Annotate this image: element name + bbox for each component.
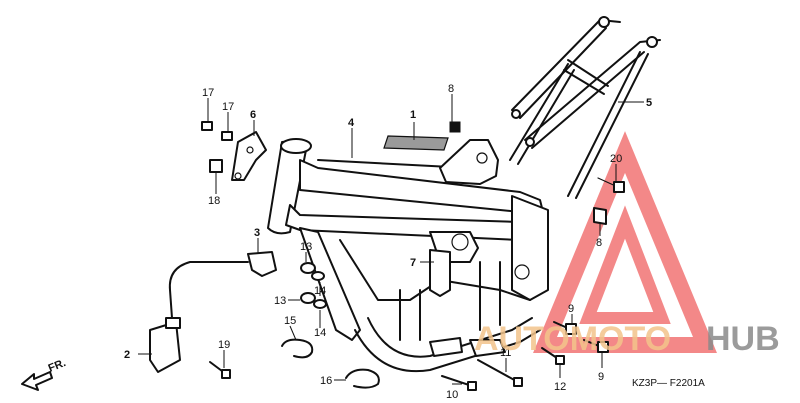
callout-9a: 9 <box>568 303 574 315</box>
callout-11: 11 <box>500 347 511 359</box>
cradle-crossmember <box>339 239 531 301</box>
bolt-8-top <box>449 121 461 133</box>
subframe-strut-right-inner <box>575 53 649 199</box>
bolt-11 <box>477 359 519 383</box>
subframe-mount-4 <box>525 137 535 147</box>
bracket-6 <box>231 131 267 181</box>
bracket-6-hole-2 <box>234 172 242 180</box>
subframe-mount-3 <box>511 109 521 119</box>
callout-4: 4 <box>348 117 355 129</box>
frame-pad <box>383 135 449 151</box>
callout-10: 10 <box>446 389 458 401</box>
front-arrow-icon <box>21 371 53 391</box>
rear-pivot-plate <box>511 195 549 301</box>
direction-label: FR. <box>47 357 68 375</box>
diagram-code: KZ3P— F2201A <box>632 378 705 389</box>
bolt-10-head <box>467 381 477 391</box>
callout-8b: 8 <box>596 237 602 249</box>
callout-13a: 13 <box>300 241 312 253</box>
callout-8a: 8 <box>448 83 454 95</box>
subframe-strut-left-inner <box>517 69 575 165</box>
bolt-9a-head <box>565 323 577 335</box>
washer-14b <box>313 299 327 309</box>
rear-subframe <box>509 16 661 199</box>
washer-13b <box>300 292 316 304</box>
watermark-triangle-outer <box>533 131 717 353</box>
down-tube <box>299 227 361 341</box>
callout-18: 18 <box>208 195 220 207</box>
callout-14b: 14 <box>314 327 326 339</box>
callout-16: 16 <box>320 375 332 387</box>
subframe-upper-right-inner <box>531 51 645 149</box>
subframe-strut-right <box>567 51 641 197</box>
canister-2 <box>149 321 181 373</box>
watermark-word-auto: AUTOMOTO <box>474 320 671 358</box>
watermark-text: AUTOMOTO HUB <box>474 320 780 358</box>
callout-17a: 17 <box>202 87 214 99</box>
callout-numbers: 1 2 3 4 5 6 7 8 8 9 9 10 11 12 13 13 14 … <box>124 83 652 401</box>
bolt-9b-head <box>597 341 609 353</box>
cradle-tube-lower <box>354 329 541 373</box>
seat-bracket <box>439 139 499 185</box>
subframe-strut-left <box>509 63 569 161</box>
callout-2: 2 <box>124 349 130 361</box>
leader-15 <box>289 325 297 341</box>
washer-13a <box>300 262 316 274</box>
bottom-bracket <box>429 337 463 357</box>
subframe-upper-left <box>511 19 621 111</box>
callout-3: 3 <box>254 227 260 239</box>
watermark-word-hub: HUB <box>706 320 780 358</box>
callout-9b: 9 <box>598 371 604 383</box>
cradle-tube-inner <box>367 317 533 358</box>
callout-7: 7 <box>410 257 416 269</box>
callout-20: 20 <box>610 153 622 165</box>
bracket-6-hole <box>246 146 254 154</box>
callout-5: 5 <box>646 97 652 109</box>
canister-2-cap <box>165 317 181 329</box>
bolt-11-head <box>513 377 523 387</box>
subframe-mount-2 <box>646 36 658 48</box>
seat-bracket-hole <box>476 152 488 164</box>
front-direction-indicator: FR. <box>21 357 68 391</box>
callout-17b: 17 <box>222 101 234 113</box>
callout-15: 15 <box>284 315 296 327</box>
clamp-16 <box>345 368 380 389</box>
watermark-logo <box>533 131 717 353</box>
bolt-8-right <box>593 207 607 225</box>
engine-hanger <box>469 339 506 357</box>
bracket-7 <box>429 249 451 297</box>
callout-6: 6 <box>250 109 256 121</box>
callout-19: 19 <box>218 339 230 351</box>
bolt-20-head <box>613 181 625 193</box>
nut-17a <box>201 121 213 131</box>
head-pipe-top <box>280 138 312 154</box>
callout-13b: 13 <box>274 295 286 307</box>
watermark-triangle-inner <box>579 205 671 324</box>
pivot-hole <box>514 264 530 280</box>
bolt-19-head <box>221 369 231 379</box>
fitting-3 <box>247 251 277 277</box>
callout-12: 12 <box>554 381 566 393</box>
breather-hose <box>168 261 249 319</box>
washer-14a <box>311 271 325 281</box>
callout-14a: 14 <box>314 285 326 297</box>
swing-bracket-hole <box>451 233 469 251</box>
callout-1: 1 <box>410 109 416 121</box>
main-spar-upper <box>299 159 545 217</box>
leader-lines <box>138 94 644 385</box>
nut-17b <box>221 131 233 141</box>
subframe-cross <box>567 59 609 87</box>
clamp-15 <box>281 338 314 359</box>
subframe-mount-1 <box>598 16 610 28</box>
nut-18 <box>209 159 223 173</box>
